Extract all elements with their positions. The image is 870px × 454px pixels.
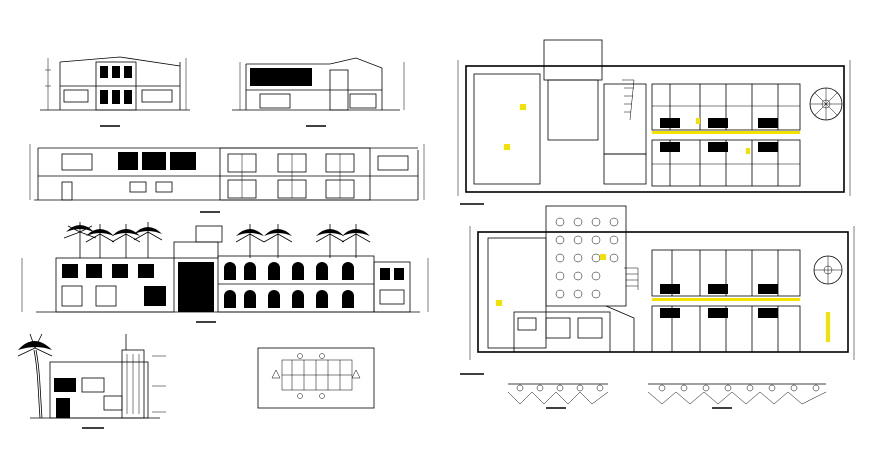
- spiral-stair-icon: [813, 255, 843, 285]
- palm-tree-icon: [133, 222, 163, 258]
- stair-icon: [622, 79, 635, 121]
- side-elevation-drawing: [17, 333, 166, 429]
- upper-floor-plan-drawing: [457, 39, 851, 205]
- palm-tree-icon: [341, 224, 371, 258]
- landscape-strip-left: [507, 383, 609, 409]
- palm-tree-icon: [263, 224, 293, 258]
- main-elevation-drawing: [21, 222, 429, 323]
- palm-tree-icon: [63, 222, 97, 258]
- palm-tree-icon: [315, 224, 345, 258]
- long-section-drawing: [29, 144, 425, 213]
- palm-tree-icon: [111, 224, 141, 258]
- ground-floor-plan-drawing: [460, 205, 855, 375]
- section-b-drawing: [232, 57, 405, 127]
- palm-tree-icon: [85, 224, 115, 258]
- key-plan-drawing: [257, 347, 375, 409]
- spiral-stair-icon: [809, 87, 843, 121]
- palm-tree-icon: [235, 224, 265, 258]
- palm-tree-icon: [17, 333, 53, 419]
- landscape-strip-right: [647, 383, 827, 409]
- section-a-drawing: [40, 56, 190, 127]
- stair-icon: [624, 267, 639, 290]
- dining-tables: [555, 217, 619, 299]
